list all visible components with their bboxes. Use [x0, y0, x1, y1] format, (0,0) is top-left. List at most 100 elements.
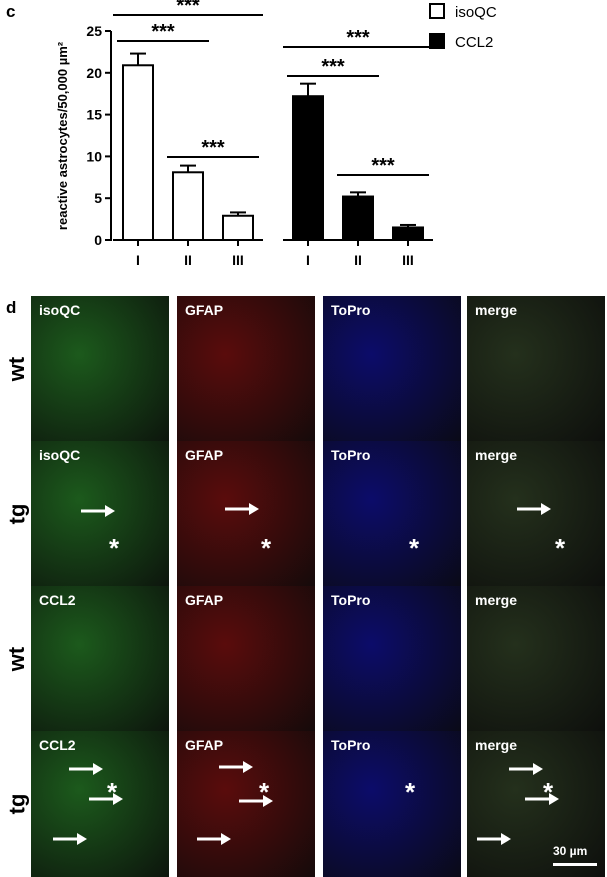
micrograph-overlay — [31, 296, 169, 442]
arrow-icon — [89, 793, 123, 805]
asterisk-marker-icon: * — [409, 533, 420, 563]
micrograph-label: ToPro — [331, 737, 371, 753]
arrow-icon — [69, 763, 103, 775]
arrow-icon — [225, 503, 259, 515]
micrograph-overlay — [197, 761, 273, 845]
asterisk-marker-icon: * — [259, 777, 270, 807]
significance-label-4: *** — [321, 56, 345, 78]
micrograph-overlay — [477, 763, 559, 845]
y-tick-label-0: 0 — [94, 232, 102, 248]
asterisk-marker-icon: * — [109, 533, 120, 563]
significance-label-1: *** — [151, 21, 175, 43]
micrograph-merge-row4: merge * 30 µm — [467, 731, 605, 877]
micrograph-topro-row4: ToPro * — [323, 731, 461, 877]
micrograph-gfap-row4: GFAP* — [177, 731, 315, 877]
micrograph-gfap-row1: GFAP — [177, 296, 315, 442]
x-tick-label-CCL2-III: III — [402, 252, 414, 268]
micrograph-topro-row1: ToPro — [323, 296, 461, 442]
micrograph-label: GFAP — [185, 302, 224, 318]
micrograph-merge-row2: merge * — [467, 441, 605, 587]
micrograph-overlay — [467, 586, 605, 732]
y-axis-label: reactive astrocytes/50,000 µm² — [55, 41, 70, 230]
arrow-icon — [239, 795, 273, 807]
asterisk-marker-icon: * — [405, 777, 416, 807]
micrograph-overlay — [323, 441, 461, 587]
micrograph-overlay — [31, 586, 169, 732]
arrow-icon — [509, 763, 543, 775]
significance-label-5: *** — [371, 155, 395, 177]
x-tick-label-isoQC-I: I — [136, 252, 140, 268]
arrow-icon — [53, 833, 87, 845]
micrograph-topro-row3: ToPro — [323, 586, 461, 732]
y-tick-label-2: 10 — [86, 148, 102, 164]
micrograph-label: merge — [475, 302, 518, 318]
asterisk-marker-icon: * — [543, 777, 554, 807]
micrograph-gfap-row2: GFAP * — [177, 441, 315, 587]
bar-isoQC-II — [172, 171, 204, 241]
x-tick-label-isoQC-III: III — [232, 252, 244, 268]
micrograph-ccl2-row4: CCL2 * — [31, 731, 169, 877]
arrow-icon — [517, 503, 551, 515]
micrograph-label: isoQC — [39, 302, 81, 318]
micrograph-overlay — [323, 586, 461, 732]
asterisk-marker-icon: * — [555, 533, 566, 563]
legend-label-isoQC: isoQC — [455, 4, 497, 21]
micrograph-overlay — [323, 296, 461, 442]
x-tick-label-CCL2-II: II — [354, 252, 362, 268]
micrograph-overlay — [323, 731, 461, 877]
row-label-2: tg — [3, 503, 29, 525]
x-tick-label-CCL2-I: I — [306, 252, 310, 268]
legend-swatch-isoQC — [429, 3, 445, 19]
asterisk-marker-icon: * — [107, 777, 118, 807]
y-tick-label-3: 15 — [86, 107, 102, 123]
arrow-icon — [81, 505, 115, 517]
x-tick-label-isoQC-II: II — [184, 252, 192, 268]
micrograph-overlay — [517, 503, 551, 515]
significance-label-2: *** — [201, 137, 225, 159]
bar-CCL2-I — [292, 95, 324, 242]
legend-swatch-CCL2 — [429, 33, 445, 49]
micrograph-overlay — [81, 505, 115, 517]
micrograph-label: ToPro — [331, 447, 371, 463]
micrograph-isoqc-row1: isoQC — [31, 296, 169, 442]
micrograph-label: CCL2 — [39, 737, 76, 753]
panel-label-d: d — [6, 298, 17, 317]
micrograph-overlay — [177, 296, 315, 442]
micrograph-overlay — [177, 586, 315, 732]
row-label-3: wt — [3, 646, 29, 672]
arrow-icon — [477, 833, 511, 845]
y-tick-label-1: 5 — [94, 190, 102, 206]
micrograph-label: merge — [475, 447, 518, 463]
micrograph-merge-row1: merge — [467, 296, 605, 442]
micrograph-label: merge — [475, 592, 518, 608]
scale-bar — [553, 863, 597, 866]
micrograph-label: ToPro — [331, 592, 371, 608]
scale-bar-label: 30 µm — [553, 844, 588, 858]
bar-CCL2-II — [342, 195, 374, 241]
row-label-4: tg — [3, 793, 29, 815]
micrograph-ccl2-row3: CCL2 — [31, 586, 169, 732]
micrograph-overlay — [467, 296, 605, 442]
bar-CCL2-III — [392, 226, 424, 242]
micrograph-label: merge — [475, 737, 518, 753]
y-tick-label-4: 20 — [86, 65, 102, 81]
arrow-icon — [525, 793, 559, 805]
micrograph-label: GFAP — [185, 447, 224, 463]
asterisk-marker-icon: * — [261, 533, 272, 563]
micrograph-label: CCL2 — [39, 592, 76, 608]
row-label-1: wt — [3, 356, 29, 382]
bar-isoQC-I — [122, 64, 154, 241]
micrograph-merge-row3: merge — [467, 586, 605, 732]
micrograph-gfap-row3: GFAP — [177, 586, 315, 732]
micrograph-isoqc-row2: isoQC * — [31, 441, 169, 587]
significance-label-0: *** — [176, 0, 200, 17]
micrograph-label: isoQC — [39, 447, 81, 463]
micrograph-overlay — [53, 763, 123, 845]
arrow-icon — [197, 833, 231, 845]
micrograph-label: ToPro — [331, 302, 371, 318]
legend-label-CCL2: CCL2 — [455, 34, 493, 51]
bar-isoQC-III — [222, 214, 254, 241]
micrograph-overlay — [225, 503, 259, 515]
